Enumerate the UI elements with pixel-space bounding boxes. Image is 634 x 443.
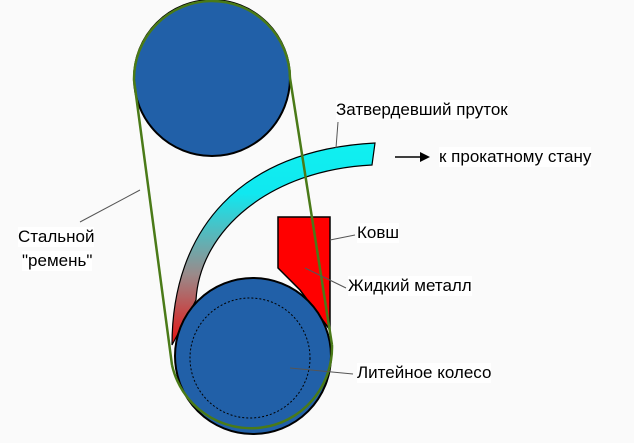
wheel-inner-dashed [189,297,311,419]
label-casting-wheel: Литейное колесо [357,363,492,383]
steel-belt [132,0,334,430]
label-liquid-metal: Жидкий металл [348,276,472,296]
label-to-mill: к прокатному стану [439,147,592,167]
label-solid-bar: Затвердевший пруток [336,100,508,120]
label-ladle: Ковш [357,223,400,243]
label-belt-line1: Стальной [18,227,95,247]
solid-bar [171,142,376,346]
leader-lines [79,121,356,375]
arrow-right-icon [395,152,430,162]
label-belt-line2: "ремень" [22,251,93,271]
casting-wheel [174,277,332,435]
